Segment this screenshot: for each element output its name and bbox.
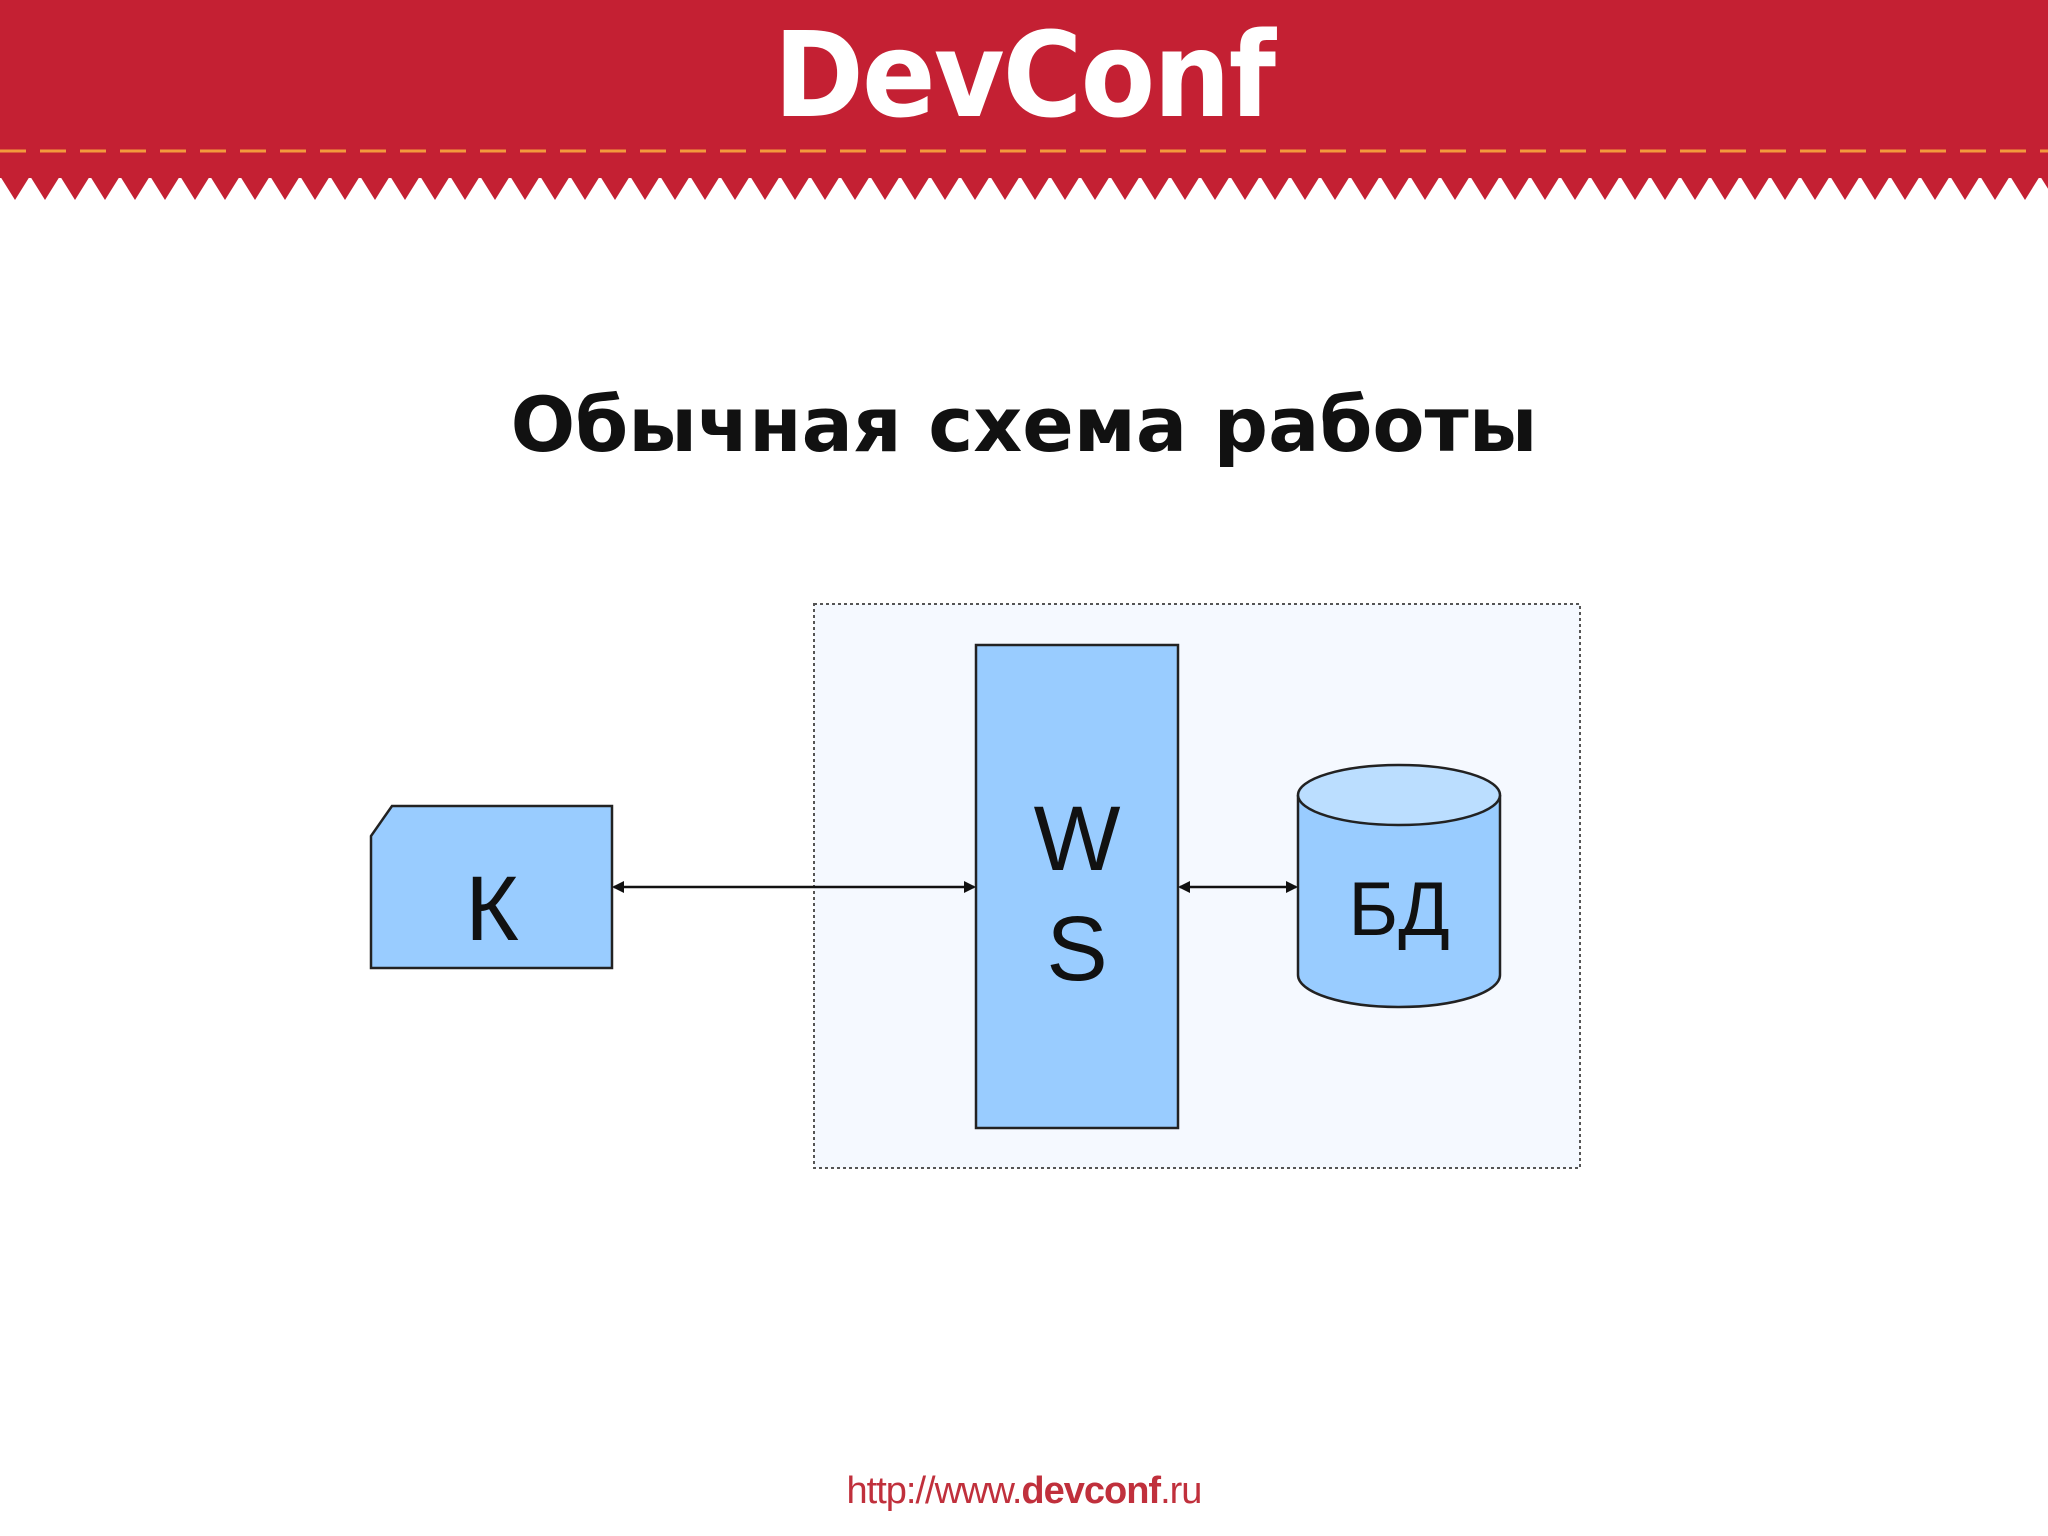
webserver-label-line1: W [1034, 788, 1121, 890]
client-label: К [465, 858, 519, 960]
webserver-label-line2: S [1046, 898, 1107, 1000]
footer-url-prefix: http://www. [846, 1470, 1023, 1512]
banner-background [0, 0, 2048, 200]
client-node: К [369, 804, 614, 970]
database-node: БД [1296, 763, 1502, 1009]
footer-url-suffix: .ru [1160, 1470, 1202, 1512]
footer-url-domain: devconf [1021, 1470, 1161, 1512]
devconf-logo[interactable]: DevConf [773, 6, 1276, 144]
database-label: БД [1348, 867, 1449, 952]
slide-title: Обычная схема работы [510, 380, 1538, 469]
footer-url-link[interactable]: http://www.devconf.ru [0, 1470, 2048, 1513]
webserver-node: W S [974, 643, 1180, 1130]
header-banner: DevConf [0, 0, 2048, 210]
banner-zigzag-edge [0, 176, 2048, 200]
